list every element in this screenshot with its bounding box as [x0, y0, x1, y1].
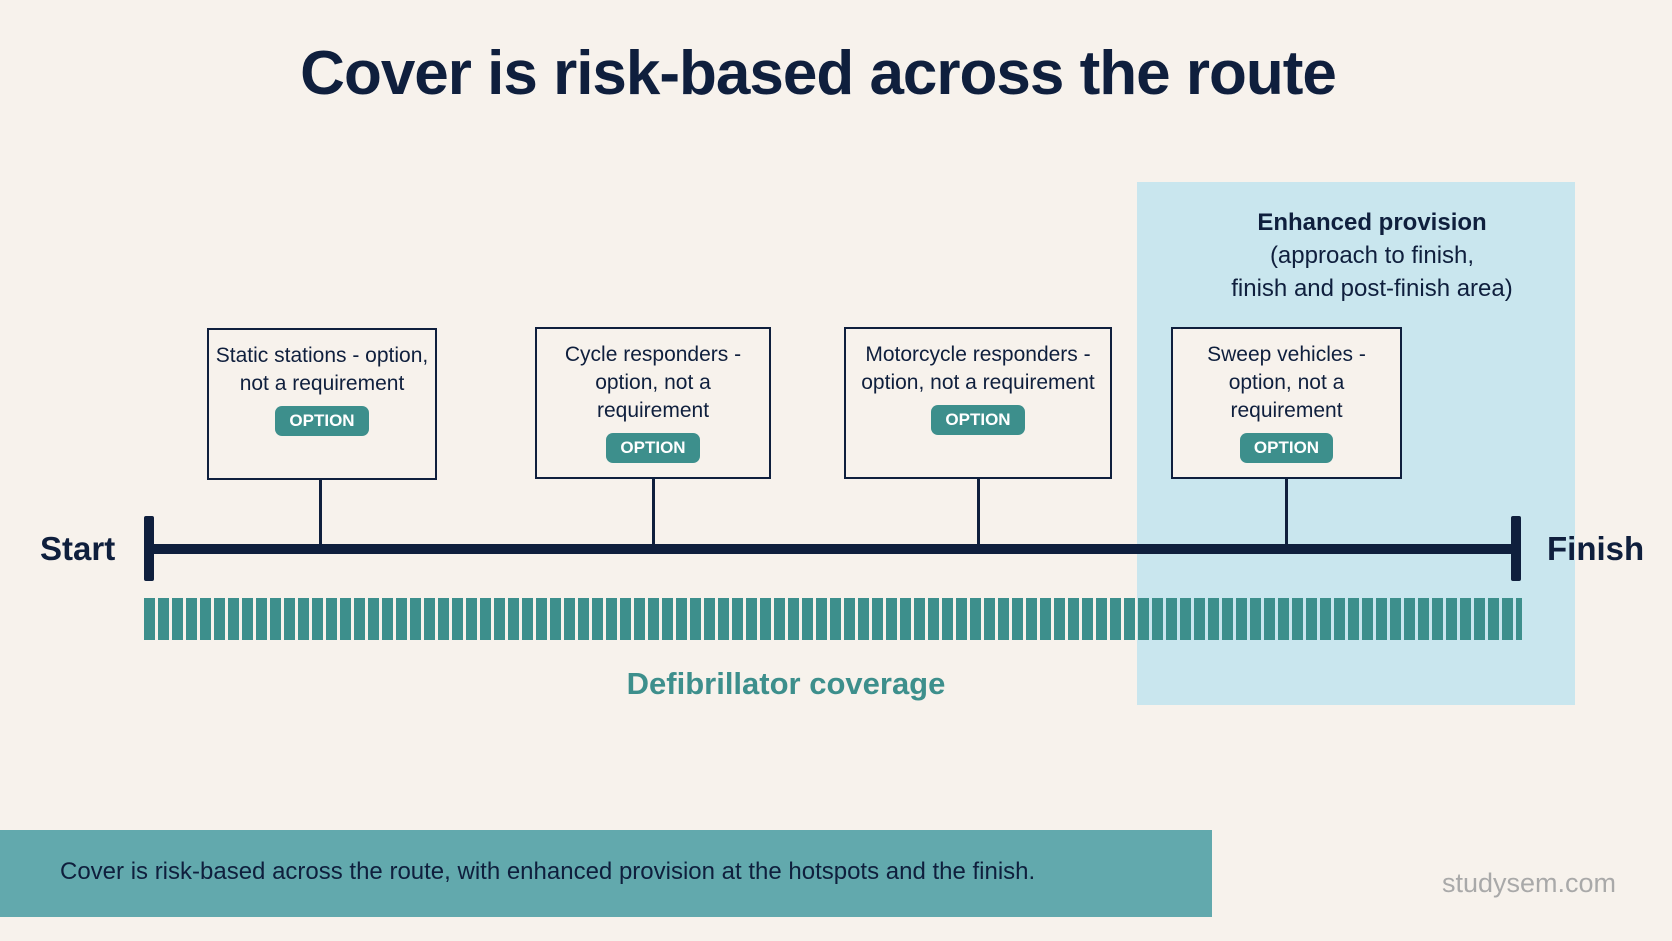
card-cycle-responders: Cycle responders - option, not a require…: [535, 327, 771, 479]
card-label: Motorcycle responders - option, not a re…: [861, 343, 1095, 394]
option-badge: OPTION: [606, 433, 700, 463]
connector-sweep-vehicles: [1285, 479, 1288, 546]
enhanced-provision-heading: Enhanced provision: [1257, 209, 1487, 236]
option-badge: OPTION: [931, 405, 1025, 435]
card-sweep-vehicles: Sweep vehicles - option, not a requireme…: [1171, 327, 1402, 479]
card-label: Sweep vehicles - option, not a requireme…: [1207, 343, 1366, 422]
finish-label: Finish: [1547, 530, 1645, 567]
option-badge: OPTION: [1239, 433, 1334, 463]
card-label: Static stations - option, not a requirem…: [215, 344, 429, 395]
connector-motorcycle-responders: [977, 479, 980, 546]
start-label: Start: [40, 530, 116, 567]
start-marker: [144, 516, 154, 581]
page-title: Cover is risk-based across the route: [300, 39, 1337, 108]
connector-static-stations: [319, 480, 322, 546]
defibrillator-coverage-band: [144, 598, 1522, 640]
connector-cycle-responders: [652, 479, 655, 546]
enhanced-provision-label: Enhanced provision (approach to finish, …: [1137, 206, 1607, 305]
watermark: studysem.com: [1442, 868, 1617, 898]
card-static-stations: Static stations - option, not a requirem…: [207, 328, 437, 480]
enhanced-provision-line-1: (approach to finish,: [1269, 242, 1475, 269]
route-timeline: [146, 544, 1516, 554]
option-badge: OPTION: [275, 406, 369, 436]
finish-marker: [1511, 516, 1521, 581]
enhanced-provision-line-2: finish and post-finish area): [1231, 275, 1513, 302]
defibrillator-coverage-label: Defibrillator coverage: [626, 666, 946, 701]
footer-summary: Cover is risk-based across the route, wi…: [60, 858, 1036, 885]
card-motorcycle-responders: Motorcycle responders - option, not a re…: [844, 327, 1112, 479]
footer-banner: [0, 830, 1212, 917]
card-label: Cycle responders - option, not a require…: [564, 343, 742, 422]
